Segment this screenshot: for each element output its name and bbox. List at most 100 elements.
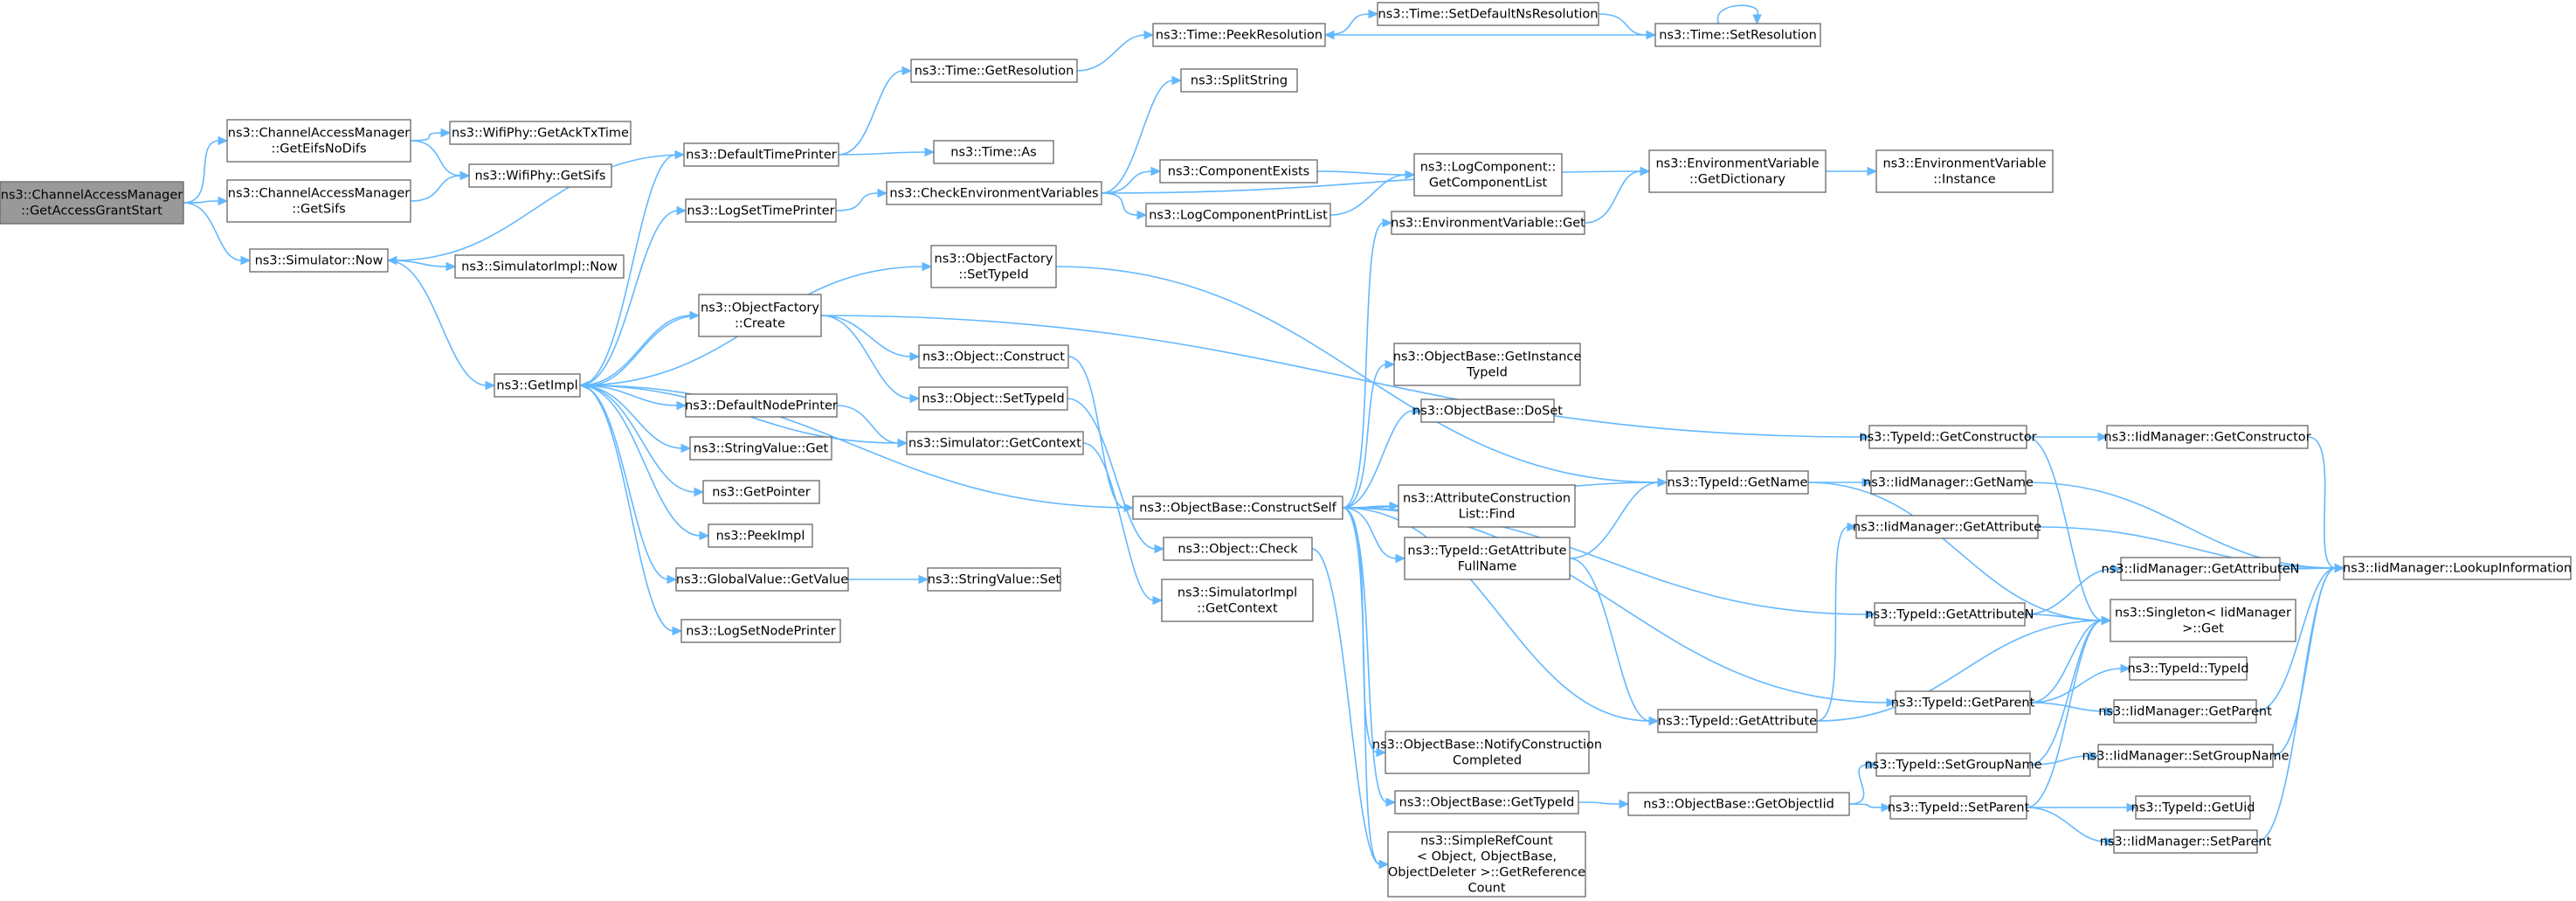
node-n20[interactable]: ns3::ObjectFactory::SetTypeId [930,245,1057,288]
edge-arrowhead [1382,218,1393,228]
edge-line [410,175,462,202]
node-n53[interactable]: ns3::TypeId::SetGroupName [1864,752,2042,777]
node-box [1870,470,2027,495]
node-n30[interactable]: ns3::Object::Check [1163,537,1313,561]
node-box [685,393,838,418]
node-n44[interactable]: ns3::TypeId::GetName [1666,470,1809,495]
node-n50[interactable]: ns3::IidManager::GetAttribute [1853,515,2041,539]
node-n55[interactable]: ns3::IidManager::GetConstructor [2103,425,2311,449]
edge-line [1342,364,1387,509]
edge-arrowhead [1881,802,1892,813]
node-label: ns3::IidManager::GetAttribute [1853,521,2041,535]
node-n6[interactable]: ns3::SimulatorImpl::Now [454,254,625,279]
node-n62[interactable]: ns3::IidManager::SetParent [2100,829,2272,854]
node-label: ns3::LogSetNodePrinter [686,625,836,639]
node-n5[interactable]: ns3::WifiPhy::GetSifs [468,163,612,188]
node-n48[interactable]: ns3::TypeId::GetConstructor [1859,425,2037,449]
node-n59[interactable]: ns3::IidManager::GetParent [2098,699,2272,724]
node-label: ns3::EnvironmentVariable [1655,157,1819,171]
edge-n54-to-n57 [2026,615,2112,808]
node-n13[interactable]: ns3::GetPointer [702,480,820,504]
node-n18[interactable]: ns3::Time::As [933,140,1054,164]
edge-n34-to-n43 [1584,166,1651,224]
edge-n38-to-n44 [1569,477,1668,559]
node-n27[interactable]: ns3::ComponentExists [1159,159,1318,184]
node-label: ns3::Object::Check [1178,543,1298,557]
node-n45[interactable]: ns3::TypeId::GetAttribute [1657,709,1818,733]
edge-line [1342,507,1651,722]
node-n46[interactable]: ns3::ObjectBase::GetObjectIid [1627,792,1850,816]
node-n57[interactable]: ns3::Singleton< IidManager>::Get [2110,599,2296,642]
node-n61[interactable]: ns3::TypeId::GetUid [2131,795,2255,820]
node-n58[interactable]: ns3::TypeId::TypeId [2127,656,2249,681]
node-n60[interactable]: ns3::IidManager::SetGroupName [2082,744,2289,768]
node-n19[interactable]: ns3::CheckEnvironmentVariables [886,181,1102,205]
node-n63[interactable]: ns3::IidManager::LookupInformation [2343,556,2572,580]
edge-line [579,315,692,386]
node-n54[interactable]: ns3::TypeId::SetParent [1888,795,2030,820]
node-n15[interactable]: ns3::GlobalValue::GetValue [675,567,849,592]
edge-line [1101,192,1139,216]
node-n3[interactable]: ns3::Simulator::Now [249,248,389,273]
node-n34[interactable]: ns3::EnvironmentVariable::Get [1391,211,1585,235]
node-n7[interactable]: ns3::GetImpl [494,373,581,398]
node-n1[interactable]: ns3::ChannelAccessManager::GetEifsNoDifs [226,119,411,163]
node-n4[interactable]: ns3::WifiPhy::GetAckTxTime [449,121,632,145]
node-n9[interactable]: ns3::LogSetTimePrinter [685,198,837,223]
node-box [1404,537,1571,580]
node-n33[interactable]: ns3::LogComponent::GetComponentList [1413,153,1563,197]
edge-line [1329,174,1407,216]
node-label: ns3::StringValue::Get [694,442,829,456]
node-n16[interactable]: ns3::LogSetNodePrinter [680,619,841,643]
edge-arrowhead [2111,564,2123,574]
node-box [2343,556,2572,580]
edge-line [836,405,900,444]
node-n14[interactable]: ns3::PeekImpl [708,523,813,548]
node-n42[interactable]: ns3::Time::SetResolution [1654,23,1821,47]
node-n43[interactable]: ns3::EnvironmentVariable::GetDictionary [1648,149,1827,193]
node-n11[interactable]: ns3::DefaultNodePrinter [685,393,838,418]
edge-line [1342,410,1414,509]
node-n52[interactable]: ns3::TypeId::GetParent [1891,690,2035,715]
node-n28[interactable]: ns3::LogComponentPrintList [1145,203,1331,227]
edge-line [1584,170,1642,224]
node-box [918,344,1069,369]
edge-line [1076,34,1146,72]
node-n40[interactable]: ns3::ObjectBase::GetTypeId [1394,790,1579,814]
edge-line [1342,222,1385,509]
node-n2[interactable]: ns3::ChannelAccessManager::GetSifs [226,179,411,223]
node-n26[interactable]: ns3::SplitString [1180,68,1298,93]
edge-arrowhead [676,400,687,411]
node-n51[interactable]: ns3::TypeId::GetAttributeN [1865,602,2034,627]
node-n22[interactable]: ns3::Object::SetTypeId [918,386,1068,411]
edge-arrowhead [877,188,888,198]
node-n49[interactable]: ns3::IidManager::GetName [1863,470,2034,495]
node-n32[interactable]: ns3::Time::SetDefaultNsResolution [1377,2,1599,26]
node-n39[interactable]: ns3::ObjectBase::NotifyConstructionCompl… [1372,731,1602,774]
node-n23[interactable]: ns3::Simulator::GetContext [906,431,1084,455]
node-n24[interactable]: ns3::StringValue::Set [927,567,1061,592]
node-n56[interactable]: ns3::IidManager::GetAttributeN [2101,557,2300,581]
node-n8[interactable]: ns3::DefaultTimePrinter [683,142,839,167]
node-n12[interactable]: ns3::StringValue::Get [689,436,832,461]
node-box [680,619,841,643]
node-n25[interactable]: ns3::Time::PeekResolution [1152,23,1326,47]
edge-line [1569,482,1660,559]
node-n41[interactable]: ns3::SimpleRefCount< Object, ObjectBase,… [1387,831,1586,898]
edge-arrowhead [240,255,252,266]
node-n0[interactable]: ns3::ChannelAccessManager::GetAccessGran… [0,181,184,225]
node-n10[interactable]: ns3::ObjectFactory::Create [698,294,822,337]
edge-arrowhead [445,261,457,272]
node-n47[interactable]: ns3::EnvironmentVariable::Instance [1875,149,2054,193]
node-n21[interactable]: ns3::Object::Construct [918,344,1069,369]
node-n31[interactable]: ns3::SimulatorImpl::GetContext [1161,579,1314,622]
node-n29[interactable]: ns3::ObjectBase::ConstructSelf [1132,496,1343,520]
node-n17[interactable]: ns3::Time::GetResolution [910,59,1078,83]
edge-line [2026,807,2107,842]
edge-arrowhead [1150,166,1162,177]
node-n36[interactable]: ns3::ObjectBase::DoSet [1412,399,1563,423]
edge-n0-to-n2 [183,196,229,206]
